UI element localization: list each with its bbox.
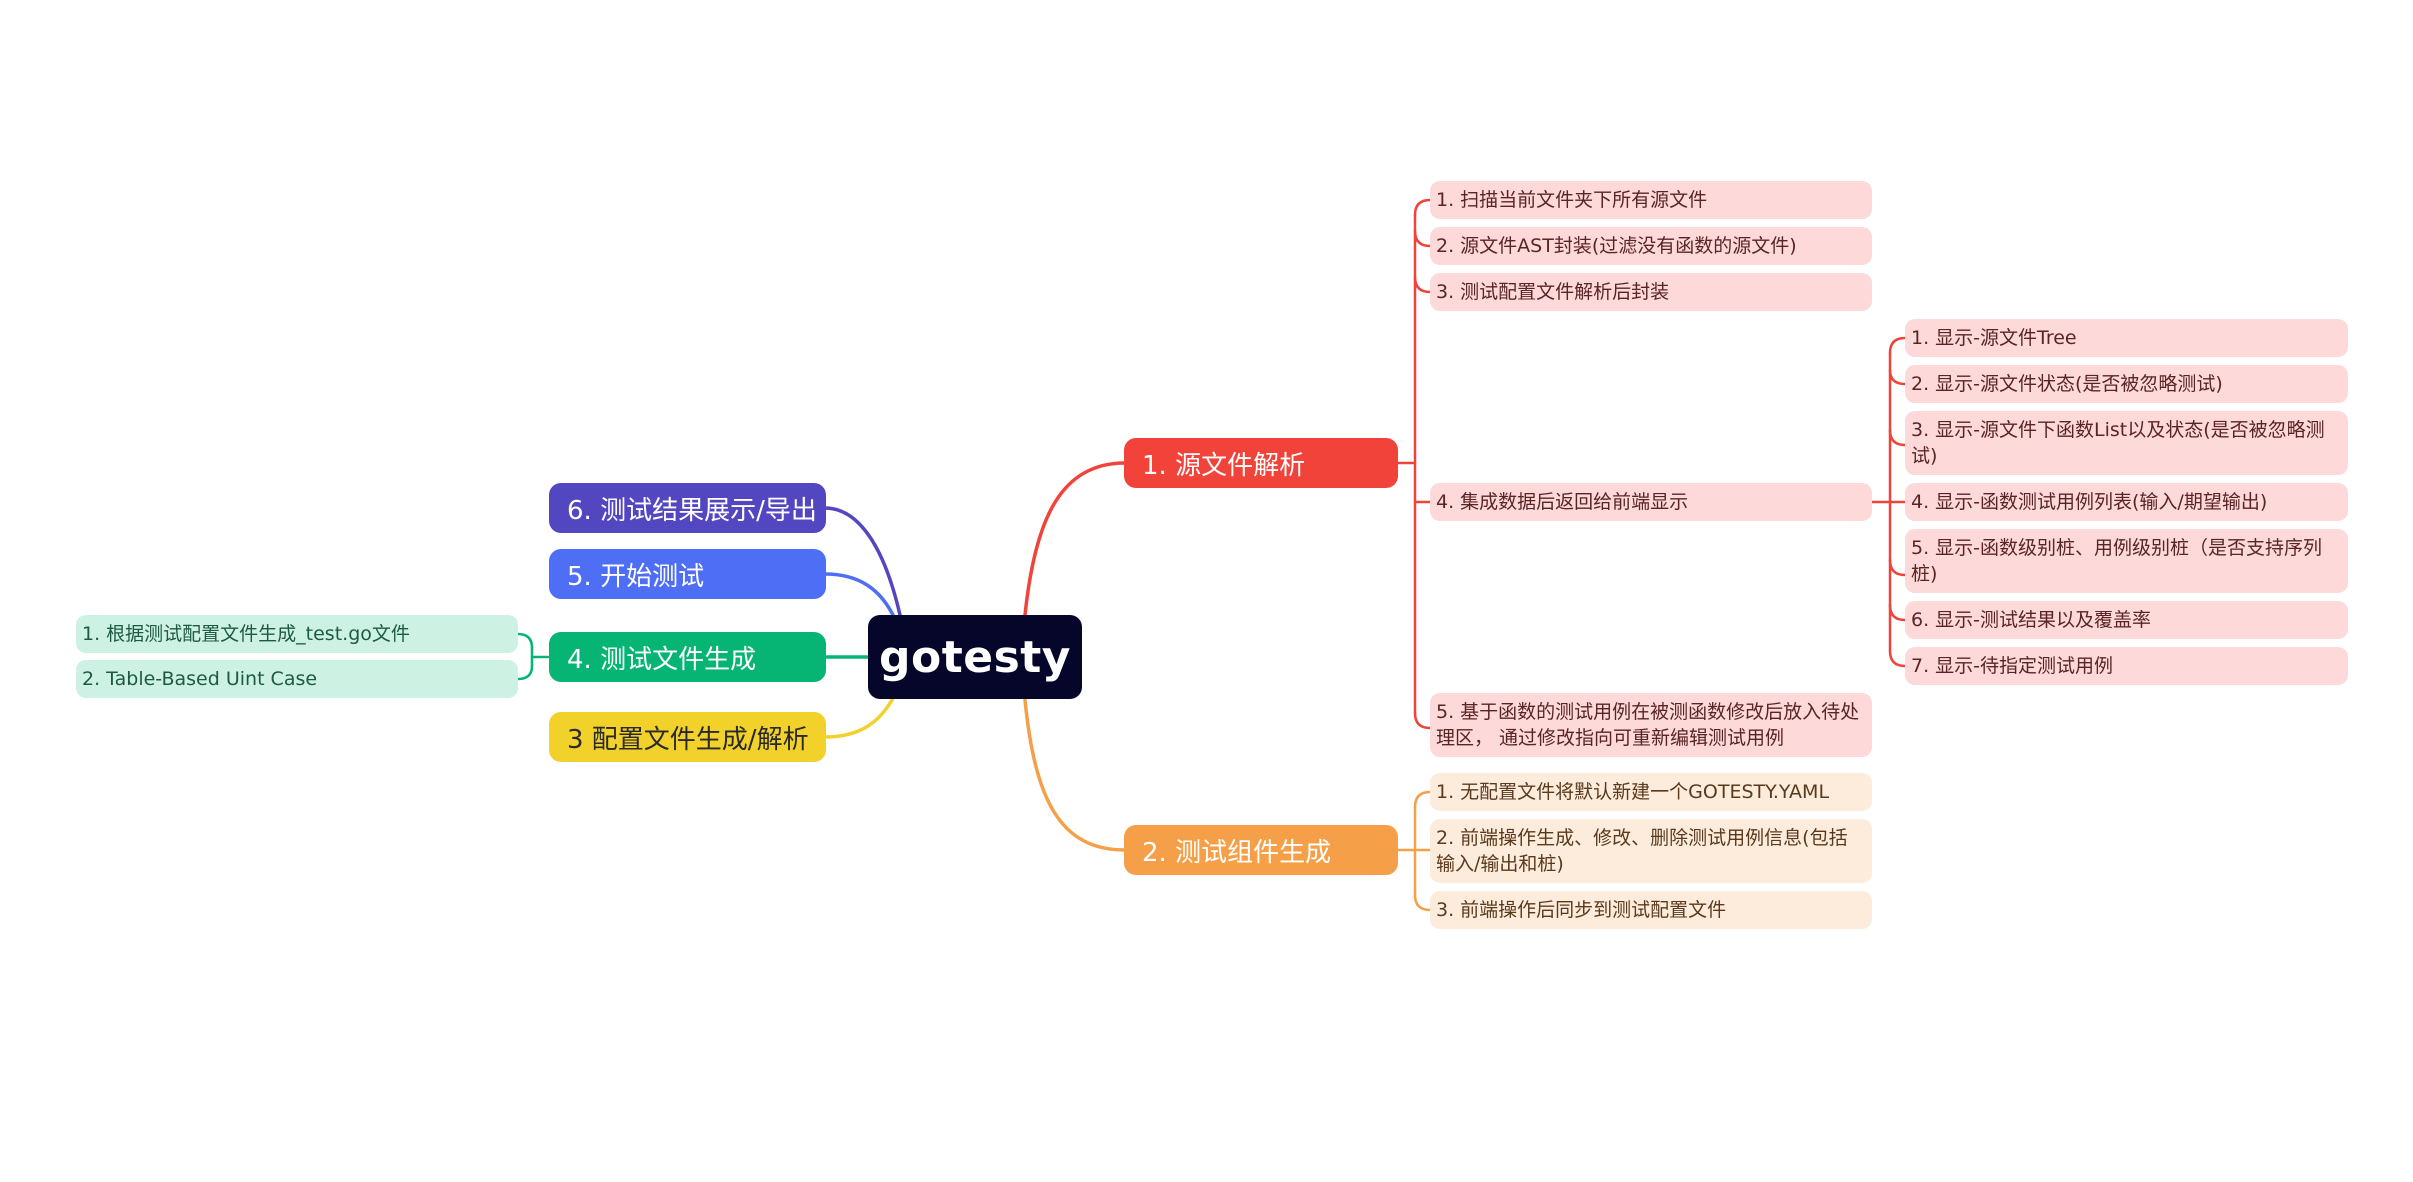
component-item-3[interactable]: 3. 前端操作后同步到测试配置文件	[1430, 891, 1872, 929]
display-item-3-label: 3. 显示-源文件下函数List以及状态(是否被忽略测试)	[1911, 419, 2325, 467]
display-item-3[interactable]: 3. 显示-源文件下函数List以及状态(是否被忽略测试)	[1905, 411, 2348, 475]
branch-source-parse[interactable]: 1. 源文件解析	[1124, 438, 1398, 488]
branch-start-test-label: 5. 开始测试	[567, 561, 705, 592]
parse-item-3[interactable]: 3. 测试配置文件解析后封装	[1430, 273, 1872, 311]
testfile-item-2[interactable]: 2. Table-Based Uint Case	[76, 660, 518, 698]
display-item-1-label: 1. 显示-源文件Tree	[1911, 327, 2077, 349]
display-item-5-label: 5. 显示-函数级别桩、用例级别桩（是否支持序列桩)	[1911, 537, 2323, 585]
component-item-1-label: 1. 无配置文件将默认新建一个GOTESTY.YAML	[1436, 781, 1830, 803]
parse-item-5[interactable]: 5. 基于函数的测试用例在被测函数修改后放入待处理区， 通过修改指向可重新编辑测…	[1430, 693, 1872, 757]
parse-item-5-label: 5. 基于函数的测试用例在被测函数修改后放入待处理区， 通过修改指向可重新编辑测…	[1436, 701, 1860, 749]
connector-central-results	[823, 506, 902, 617]
branch-testfile-generation-label: 4. 测试文件生成	[567, 644, 757, 675]
display-item-2[interactable]: 2. 显示-源文件状态(是否被忽略测试)	[1905, 365, 2348, 403]
parse-item-1-label: 1. 扫描当前文件夹下所有源文件	[1436, 189, 1708, 211]
branch-start-test[interactable]: 5. 开始测试	[549, 549, 826, 599]
component-item-1[interactable]: 1. 无配置文件将默认新建一个GOTESTY.YAML	[1430, 773, 1872, 811]
display-item-2-label: 2. 显示-源文件状态(是否被忽略测试)	[1911, 373, 2223, 395]
parse-item-4-label: 4. 集成数据后返回给前端显示	[1436, 491, 1689, 513]
component-item-2-label: 2. 前端操作生成、修改、删除测试用例信息(包括输入/输出和桩)	[1436, 827, 1848, 875]
branch-results-export-label: 6. 测试结果展示/导出	[567, 495, 817, 526]
display-item-6[interactable]: 6. 显示-测试结果以及覆盖率	[1905, 601, 2348, 639]
branch-config-generation-label: 3 配置文件生成/解析	[567, 724, 809, 755]
central-topic-label: gotesty	[878, 631, 1071, 683]
connector-central-parse	[1023, 461, 1127, 617]
display-item-4[interactable]: 4. 显示-函数测试用例列表(输入/期望输出)	[1905, 483, 2348, 521]
component-item-3-label: 3. 前端操作后同步到测试配置文件	[1436, 899, 1727, 921]
component-item-2[interactable]: 2. 前端操作生成、修改、删除测试用例信息(包括输入/输出和桩)	[1430, 819, 1872, 883]
branch-results-export[interactable]: 6. 测试结果展示/导出	[549, 483, 826, 533]
testfile-item-2-label: 2. Table-Based Uint Case	[82, 668, 318, 690]
branch-config-generation[interactable]: 3 配置文件生成/解析	[549, 712, 826, 762]
parse-item-2-label: 2. 源文件AST封装(过滤没有函数的源文件)	[1436, 235, 1797, 257]
parse-item-1[interactable]: 1. 扫描当前文件夹下所有源文件	[1430, 181, 1872, 219]
testfile-item-1[interactable]: 1. 根据测试配置文件生成_test.go文件	[76, 615, 518, 653]
connector-central-start	[823, 572, 895, 617]
display-item-5[interactable]: 5. 显示-函数级别桩、用例级别桩（是否支持序列桩)	[1905, 529, 2348, 593]
branch-component-generation[interactable]: 2. 测试组件生成	[1124, 825, 1398, 875]
parse-item-4[interactable]: 4. 集成数据后返回给前端显示	[1430, 483, 1872, 521]
display-item-7[interactable]: 7. 显示-待指定测试用例	[1905, 647, 2348, 685]
display-item-4-label: 4. 显示-函数测试用例列表(输入/期望输出)	[1911, 491, 2268, 513]
display-item-6-label: 6. 显示-测试结果以及覆盖率	[1911, 609, 2152, 631]
connector-central-config	[823, 696, 895, 739]
branch-component-generation-label: 2. 测试组件生成	[1142, 837, 1332, 868]
display-item-7-label: 7. 显示-待指定测试用例	[1911, 655, 2114, 677]
central-topic[interactable]: gotesty	[868, 615, 1082, 699]
display-item-1[interactable]: 1. 显示-源文件Tree	[1905, 319, 2348, 357]
branch-testfile-generation[interactable]: 4. 测试文件生成	[549, 632, 826, 682]
parse-item-2[interactable]: 2. 源文件AST封装(过滤没有函数的源文件)	[1430, 227, 1872, 265]
connector-central-component	[1023, 698, 1127, 852]
branch-source-parse-label: 1. 源文件解析	[1142, 450, 1306, 481]
parse-item-3-label: 3. 测试配置文件解析后封装	[1436, 281, 1670, 303]
testfile-item-1-label: 1. 根据测试配置文件生成_test.go文件	[82, 623, 410, 645]
